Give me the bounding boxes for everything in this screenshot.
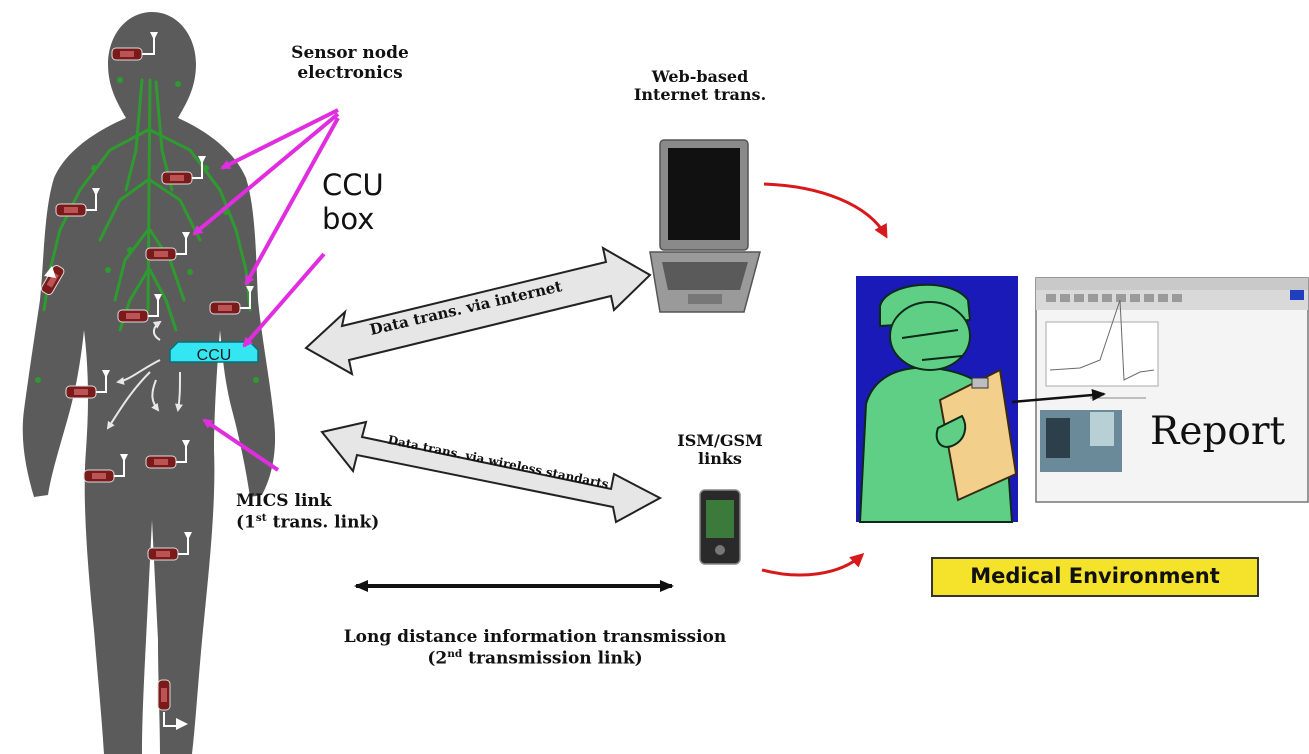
laptop-icon — [649, 139, 761, 313]
doctor-illustration — [856, 276, 1018, 523]
sensor-node — [161, 156, 206, 185]
medical-environment-label: Medical Environment — [970, 564, 1220, 588]
pda-icon — [699, 489, 741, 565]
sensor-node — [117, 294, 162, 323]
ccu-tag: CCU — [197, 347, 232, 364]
sensor-antenna — [176, 718, 188, 730]
report-label: Report — [1150, 409, 1286, 454]
sensor-node — [145, 232, 190, 261]
sensor-node-label: Sensor node electronics — [291, 43, 409, 83]
magenta-arrows — [192, 108, 340, 472]
sensor-node — [145, 440, 190, 469]
long-distance-label: Long distance information transmission (… — [343, 627, 727, 669]
human-body-figure: CCU — [22, 12, 276, 754]
sensor-node — [83, 454, 128, 483]
medical-environment-box — [931, 557, 1259, 597]
sensor-node — [157, 679, 171, 711]
body-silhouette — [22, 12, 276, 754]
sensor-node — [111, 32, 158, 61]
report-screenshot — [1035, 277, 1309, 503]
sensor-node — [40, 264, 65, 296]
ccu-unit: CCU — [169, 341, 259, 364]
sensor-antenna — [163, 712, 176, 727]
report-pointer-arrow — [1011, 389, 1106, 404]
ccu-box-label: CCU box — [322, 168, 384, 237]
sensor-node — [55, 188, 100, 217]
sensor-nodes — [40, 32, 254, 730]
red-arrows — [761, 182, 888, 577]
sensor-node — [65, 370, 110, 399]
sensor-node — [147, 532, 192, 561]
mics-link-label: MICS link (1st trans. link) — [236, 491, 380, 533]
sensor-node — [209, 286, 254, 315]
wireless-block-arrow — [320, 420, 663, 524]
sensor-antenna — [44, 266, 56, 278]
ism-gsm-label: ISM/GSM links — [677, 431, 763, 469]
internal-mics-links — [106, 320, 183, 430]
internet-block-arrow — [304, 246, 652, 376]
web-based-label: Web-based Internet trans. — [633, 67, 767, 105]
